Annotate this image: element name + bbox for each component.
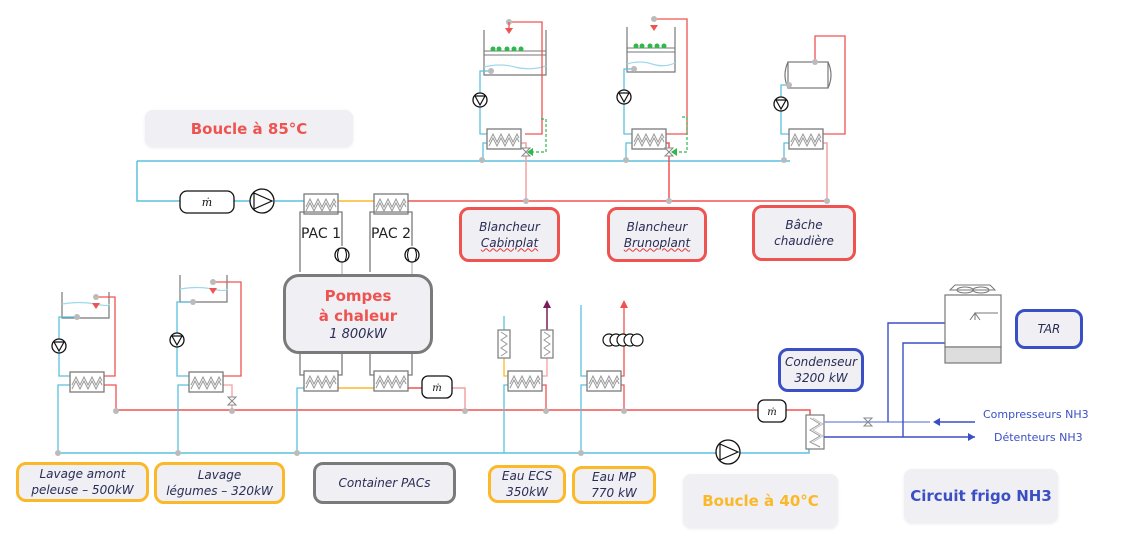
heat-pumps-title-2: à chaleur xyxy=(318,306,398,325)
condenser-exchanger xyxy=(805,414,825,450)
svg-text:ṁ: ṁ xyxy=(767,407,776,418)
consumer-line1: Bâche xyxy=(785,218,823,232)
consumer-line2: légumes – 320kW xyxy=(166,484,273,498)
flowmeter-icon: ṁ xyxy=(757,399,787,423)
consumer-blancher-brunoplant: Blancheur Brunoplant xyxy=(607,207,707,262)
consumer-blancher-cabinplat: Blancheur Cabinplat xyxy=(459,207,560,262)
heat-exchanger-icon xyxy=(497,329,511,359)
nh3-title: Circuit frigo NH3 xyxy=(904,469,1058,523)
nh3-pipes xyxy=(824,322,975,438)
loop85-pipes xyxy=(136,160,828,202)
heat-exchanger-icon xyxy=(631,128,667,150)
loop85-title: Boucle à 85°C xyxy=(145,110,353,147)
blancher-1-unit xyxy=(479,19,547,204)
svg-text:ṁ: ṁ xyxy=(432,383,441,394)
consumer-line1: Eau MP xyxy=(592,470,636,484)
consumer-line1: Blancheur xyxy=(479,219,540,234)
pac2-label: PAC 2 xyxy=(371,226,412,242)
svg-text:ṁ: ṁ xyxy=(202,196,212,209)
heat-exchanger-icon xyxy=(373,370,409,392)
heat-exchanger-icon xyxy=(486,128,522,150)
container-pacs-label: Container PACs xyxy=(313,462,456,504)
heat-exchanger-icon xyxy=(788,128,824,150)
ecs-unit xyxy=(503,300,551,453)
compressor-icon xyxy=(334,247,350,263)
pump-icon xyxy=(616,89,632,105)
consumer-line1: Lavage amont xyxy=(39,467,126,481)
pump-icon xyxy=(51,338,67,354)
pump-icon xyxy=(773,96,789,112)
valve-icon xyxy=(227,396,237,406)
coil-icon xyxy=(602,333,644,347)
tar-text: TAR xyxy=(1037,322,1061,336)
wash-2-unit xyxy=(175,275,242,456)
blancher-2-unit xyxy=(623,16,688,204)
container-text: Container PACs xyxy=(338,476,431,490)
compressor-icon xyxy=(404,247,420,263)
heat-pumps-box: Pompes à chaleur 1 800kW xyxy=(283,274,433,354)
tar-box: TAR xyxy=(1015,309,1083,349)
consumer-wash-vegetables: Lavage légumes – 320kW xyxy=(154,462,285,504)
consumer-line1: Lavage xyxy=(197,468,242,482)
heat-exchanger-icon xyxy=(373,193,409,215)
heat-exchanger-icon xyxy=(540,329,554,359)
arrow-icon xyxy=(968,433,975,441)
heat-exchanger-icon xyxy=(188,371,224,393)
heat-exchanger-icon xyxy=(303,370,339,392)
consumer-line2: 770 kW xyxy=(591,486,637,500)
nh3-expanders-label: Détenteurs NH3 xyxy=(994,431,1083,444)
pump-icon xyxy=(249,188,275,214)
heat-pumps-title-1: Pompes xyxy=(324,286,392,305)
flowmeter-icon: ṁ xyxy=(421,375,453,399)
consumer-line1: Eau ECS xyxy=(501,469,553,483)
pump-icon xyxy=(715,439,741,465)
consumer-line2: 350kW xyxy=(506,485,548,499)
cooling-tower-icon xyxy=(944,284,1002,364)
consumer-mp-water: Eau MP 770 kW xyxy=(572,466,656,504)
consumer-line2: chaudière xyxy=(774,234,834,248)
loop40-pipes xyxy=(58,387,811,456)
condenser-line2: 3200 kW xyxy=(794,371,848,385)
consumer-line1: Blancheur xyxy=(626,219,688,234)
pac1-label: PAC 1 xyxy=(301,226,342,242)
boiler-tank-unit xyxy=(780,35,846,204)
nh3-compressors-label: Compresseurs NH3 xyxy=(983,408,1089,421)
pump-icon xyxy=(169,332,185,348)
heat-pumps-power: 1 800kW xyxy=(329,326,387,342)
loop40-title: Boucle à 40°C xyxy=(683,474,838,528)
consumer-line2: Brunoplant xyxy=(623,235,691,250)
condenser-box: Condenseur 3200 kW xyxy=(778,348,864,392)
consumer-boiler-tank: Bâche chaudière xyxy=(752,205,856,261)
consumer-wash-peeler: Lavage amont peleuse – 500kW xyxy=(16,462,149,502)
wash-1-unit xyxy=(55,292,119,456)
arrow-icon xyxy=(933,418,940,426)
condenser-line1: Condenseur xyxy=(784,355,858,369)
heat-exchanger-icon xyxy=(507,370,543,392)
consumer-line2: peleuse – 500kW xyxy=(31,483,134,497)
flowmeter-icon: ṁ xyxy=(179,190,235,214)
consumer-ecs-water: Eau ECS 350kW xyxy=(488,465,566,503)
consumer-line2: Cabinplat xyxy=(480,235,539,250)
heat-exchanger-icon xyxy=(586,370,622,392)
heat-exchanger-icon xyxy=(303,193,339,215)
pump-icon xyxy=(472,92,488,108)
heat-exchanger-icon xyxy=(69,371,105,393)
